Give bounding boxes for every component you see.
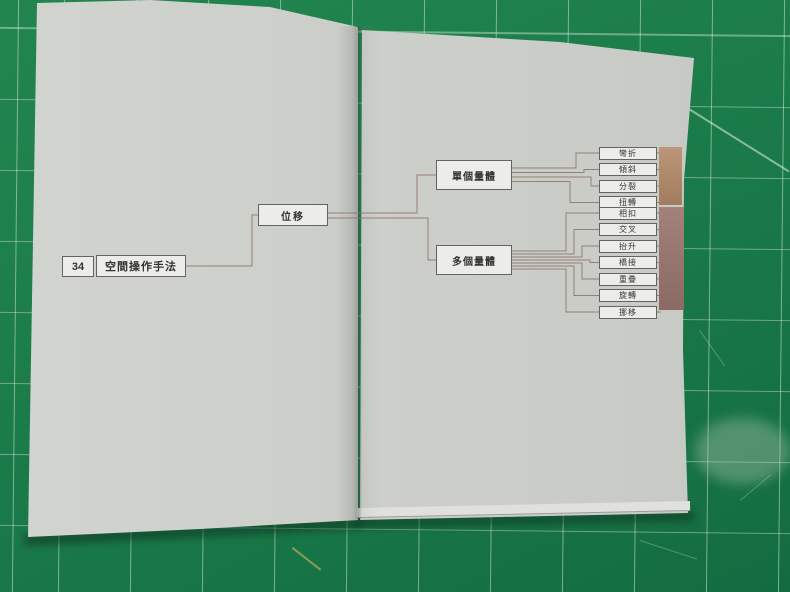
- connector-line: [512, 229, 599, 255]
- leaf-node: 橋接: [599, 256, 657, 269]
- connector-line: [512, 268, 599, 313]
- connector-line: [328, 217, 436, 261]
- connector-line: [186, 214, 258, 267]
- book-gutter-shadow: [336, 26, 380, 520]
- connector-line: [512, 169, 599, 173]
- leaf-node: 傾斜: [599, 163, 657, 176]
- image-swatch-bottom: [659, 207, 684, 310]
- leaf-node: 抬升: [599, 239, 657, 253]
- connector-line: [512, 152, 599, 169]
- leaf-node: 交叉: [599, 223, 657, 236]
- connector-line: [512, 265, 599, 296]
- leaf-node: 分裂: [599, 179, 657, 193]
- leaf-node: 相扣: [599, 206, 657, 220]
- leaf-node: 重疊: [599, 272, 657, 286]
- branch-node-multi-volume: 多個量體: [436, 245, 512, 275]
- connector-line: [512, 262, 599, 280]
- page-number-box: 34: [62, 256, 94, 277]
- mat-smudge: [695, 418, 790, 484]
- branch-node-single-volume: 單個量體: [436, 160, 512, 190]
- leaf-node: 挪移: [599, 305, 657, 319]
- connector-line: [512, 245, 599, 258]
- root-node: 空間操作手法: [96, 255, 186, 277]
- connector-line: [328, 174, 436, 214]
- connector-line: [512, 259, 599, 263]
- connector-line: [512, 212, 599, 252]
- mid-node: 位移: [258, 204, 328, 226]
- connector-line: [512, 181, 599, 203]
- connector-line: [512, 176, 599, 187]
- leaf-node: 彎折: [599, 146, 657, 160]
- leaf-node: 旋轉: [599, 289, 657, 302]
- image-swatch-top: [659, 147, 682, 205]
